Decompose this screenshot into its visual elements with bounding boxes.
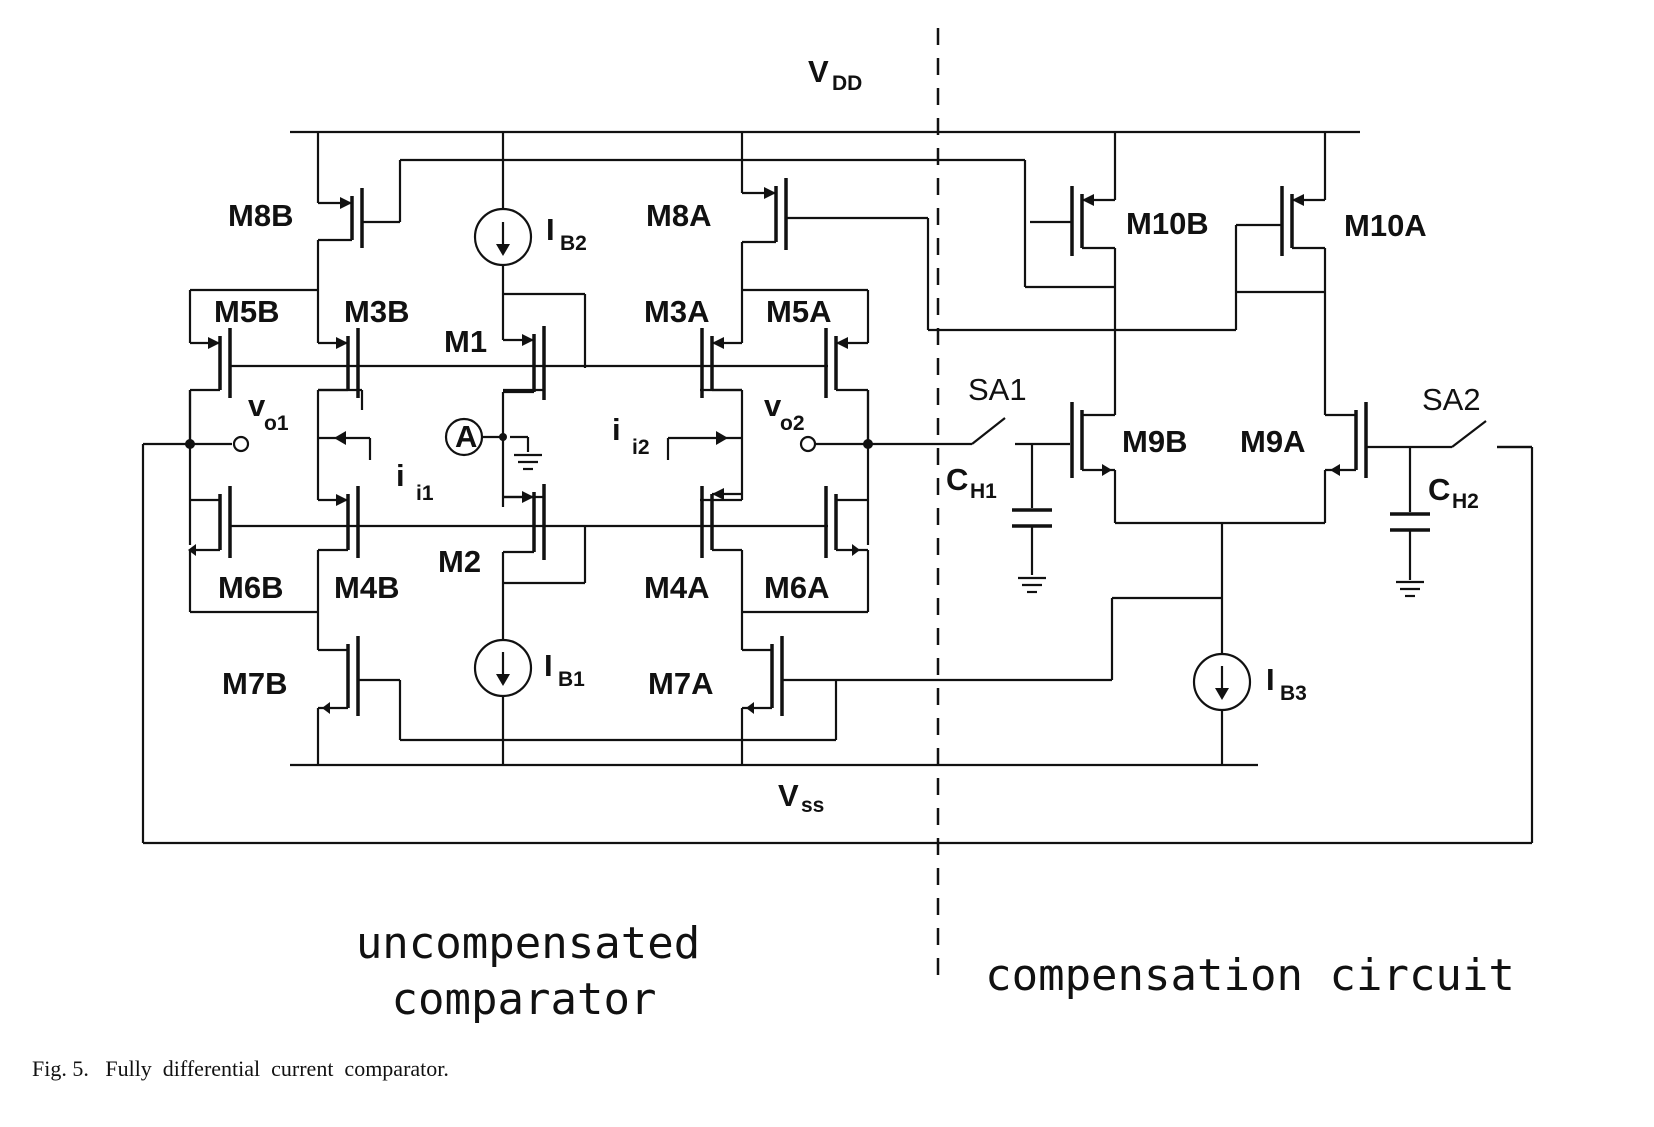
svg-text:DD: DD: [832, 72, 862, 95]
label-ch2: C H2: [1428, 472, 1479, 513]
transistor-m10a: [1234, 132, 1327, 415]
label-m9b: M9B: [1122, 424, 1187, 459]
switch-sa1: [934, 417, 1070, 446]
current-source-ib1: [473, 638, 533, 765]
transistor-m9b: [1070, 402, 1117, 523]
svg-text:I: I: [544, 648, 553, 683]
label-m5a: M5A: [766, 294, 831, 329]
label-m7a: M7A: [648, 666, 713, 701]
label-m3b: M3B: [344, 294, 409, 329]
transistor-m8a: [740, 132, 1238, 332]
label-m4a: M4A: [644, 570, 709, 605]
current-source-ib2: [473, 132, 587, 368]
label-m9a: M9A: [1240, 424, 1305, 459]
label-node-a: A: [455, 419, 477, 454]
label-m4b: M4B: [334, 570, 399, 605]
label-m5b: M5B: [214, 294, 279, 329]
label-vo1: v o1: [248, 388, 289, 435]
label-m10b: M10B: [1126, 206, 1209, 241]
label-m1: M1: [444, 324, 487, 359]
transistor-m7a: [740, 596, 1222, 765]
transistor-m6b: [188, 486, 318, 614]
transistor-m7b: [316, 636, 836, 765]
label-m8a: M8A: [646, 198, 711, 233]
label-ii1: i i1: [396, 458, 434, 505]
svg-text:I: I: [546, 212, 555, 247]
svg-text:B3: B3: [1280, 682, 1307, 705]
svg-text:C: C: [946, 462, 968, 497]
transistor-m9a: [1115, 402, 1433, 525]
section-comparator: comparator: [392, 974, 657, 1025]
label-sa2: SA2: [1422, 382, 1481, 417]
transistor-m2: [501, 484, 587, 640]
transistor-m8b: [316, 132, 1115, 290]
label-m6a: M6A: [764, 570, 829, 605]
svg-text:i: i: [612, 412, 621, 447]
output-node-vo2: [799, 390, 934, 545]
svg-text:H1: H1: [970, 480, 997, 503]
section-uncompensated: uncompensated: [356, 918, 700, 969]
svg-text:i: i: [396, 458, 405, 493]
output-node-vo1: [143, 390, 250, 545]
figure-caption: Fig. 5. Fully differential current compa…: [32, 1056, 449, 1081]
label-m3a: M3A: [644, 294, 709, 329]
capacitor-ch2: [1390, 447, 1430, 598]
label-ii2: i i2: [612, 412, 650, 459]
transistor-m1: [501, 326, 546, 507]
capacitor-ch1: [1012, 444, 1052, 594]
svg-text:v: v: [764, 388, 782, 423]
label-vo2: v o2: [764, 388, 805, 435]
label-sa1: SA1: [968, 372, 1027, 407]
svg-text:B2: B2: [560, 232, 587, 255]
transistor-m4a: [700, 486, 744, 650]
label-ib3: I B3: [1266, 662, 1307, 705]
switch-sa2: [1433, 420, 1532, 449]
label-ch1: C H1: [946, 462, 997, 503]
svg-text:o1: o1: [264, 412, 289, 435]
svg-text:V: V: [808, 54, 829, 89]
svg-text:V: V: [778, 778, 799, 813]
vdd-label: V DD: [808, 54, 862, 95]
label-m6b: M6B: [218, 570, 283, 605]
label-m10a: M10A: [1344, 208, 1427, 243]
transistor-m4b: [316, 486, 360, 650]
svg-text:v: v: [248, 388, 266, 423]
vss-label: V ss: [778, 778, 824, 817]
label-ib2: I B2: [546, 212, 587, 255]
svg-text:I: I: [1266, 662, 1275, 697]
current-source-ib3: [1192, 523, 1252, 765]
label-m8b: M8B: [228, 198, 293, 233]
label-m2: M2: [438, 544, 481, 579]
transistor-m6a: [742, 486, 870, 614]
svg-text:o2: o2: [780, 412, 805, 435]
svg-text:B1: B1: [558, 668, 585, 691]
input-ii1-branch: [316, 388, 372, 502]
svg-text:H2: H2: [1452, 490, 1479, 513]
input-ii2-branch: [666, 388, 744, 502]
label-m7b: M7B: [222, 666, 287, 701]
svg-text:C: C: [1428, 472, 1450, 507]
svg-text:i1: i1: [416, 482, 434, 505]
svg-text:i2: i2: [632, 436, 650, 459]
transistor-m10b: [1030, 132, 1117, 415]
svg-text:ss: ss: [801, 794, 824, 817]
label-ib1: I B1: [544, 648, 585, 691]
section-compensation-circuit: compensation circuit: [985, 950, 1515, 1001]
